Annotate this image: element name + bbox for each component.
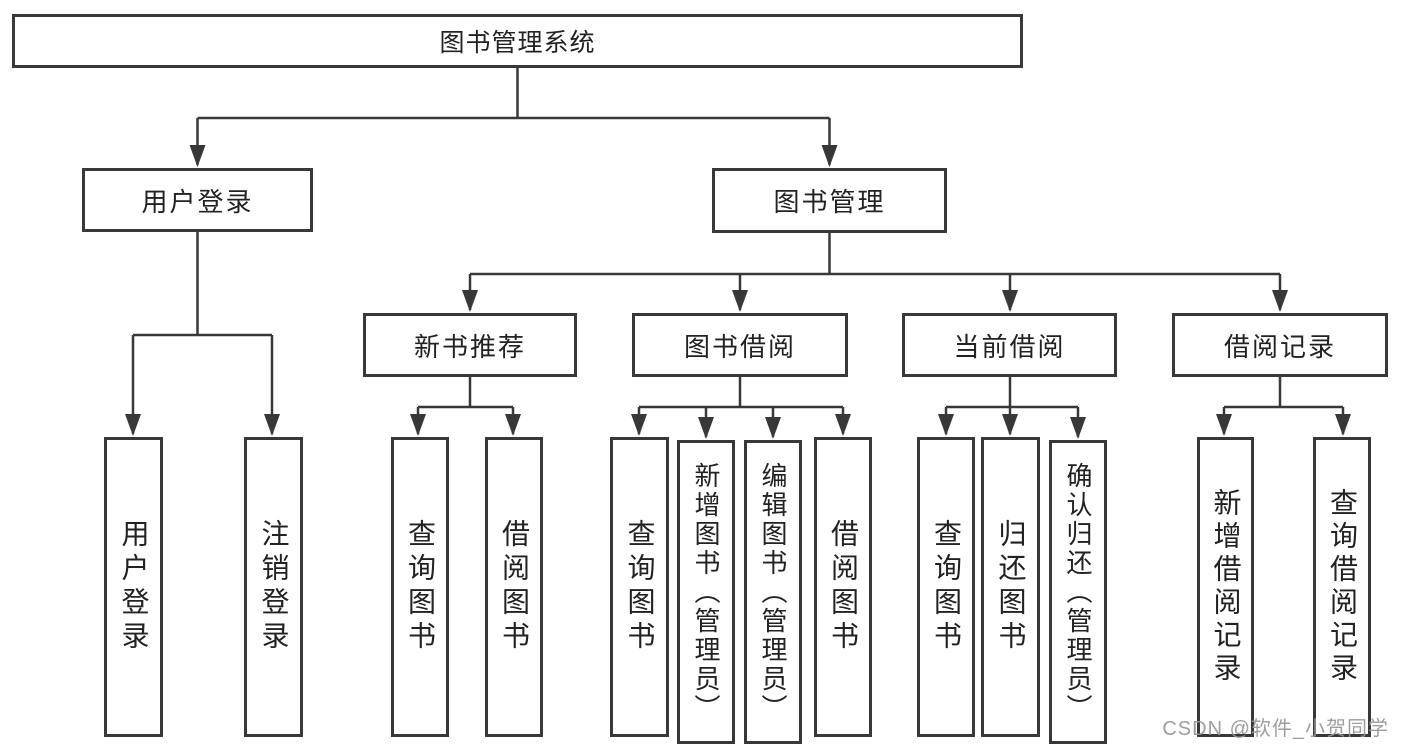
leaf-logout: 注销登录 [244, 437, 303, 737]
node-current-borrow-label: 当前借阅 [953, 331, 1066, 362]
node-borrow-records: 借阅记录 [1172, 313, 1388, 377]
connector-segments [133, 68, 1343, 409]
leaf-query-borrow-record: 查询借阅记录 [1313, 437, 1371, 737]
leaf-user-login: 用户登录 [104, 437, 163, 737]
leaf-add-borrow-record-label: 新增借阅记录 [1210, 488, 1242, 686]
leaf-borrow-books-label: 借阅图书 [828, 519, 859, 655]
connector-arrows [125, 118, 1351, 439]
node-book-management: 图书管理 [712, 168, 947, 233]
node-new-book-recommend: 新书推荐 [363, 313, 577, 377]
leaf-add-book-admin: 新增图书（管理员） [677, 440, 735, 744]
node-library-system: 图书管理系统 [12, 14, 1023, 68]
leaf-return-book: 归还图书 [981, 437, 1040, 737]
node-current-borrow: 当前借阅 [902, 313, 1117, 377]
leaf-confirm-return-admin-label: 确认归还（管理员） [1063, 461, 1093, 723]
node-user-login-label: 用户登录 [141, 186, 254, 217]
node-book-borrow: 图书借阅 [632, 313, 848, 377]
leaf-borrow-books: 借阅图书 [814, 437, 872, 737]
node-new-book-recommend-label: 新书推荐 [413, 331, 526, 362]
leaf-add-borrow-record: 新增借阅记录 [1197, 437, 1254, 737]
leaf-edit-book-admin: 编辑图书（管理员） [744, 440, 802, 744]
node-book-borrow-label: 图书借阅 [683, 331, 796, 362]
node-user-login: 用户登录 [82, 168, 313, 232]
leaf-edit-book-admin-label: 编辑图书（管理员） [758, 461, 788, 723]
leaf-add-book-admin-label: 新增图书（管理员） [691, 461, 721, 723]
leaf-user-login-label: 用户登录 [118, 519, 150, 655]
node-book-management-label: 图书管理 [773, 187, 886, 217]
leaf-query-books-borrow: 查询图书 [610, 437, 669, 737]
leaf-borrow-books-recommend-label: 借阅图书 [499, 519, 530, 655]
leaf-query-books-current-label: 查询图书 [931, 519, 962, 655]
leaf-return-book-label: 归还图书 [995, 519, 1027, 655]
leaf-query-books-current: 查询图书 [917, 437, 975, 737]
leaf-confirm-return-admin: 确认归还（管理员） [1049, 440, 1107, 744]
leaf-query-books-recommend-label: 查询图书 [405, 519, 436, 655]
watermark: CSDN @软件_小贺同学 [1162, 718, 1389, 740]
leaf-borrow-books-recommend: 借阅图书 [485, 437, 543, 737]
node-library-system-label: 图书管理系统 [439, 29, 596, 57]
node-borrow-records-label: 借阅记录 [1223, 331, 1336, 362]
leaf-query-books-borrow-label: 查询图书 [624, 519, 656, 655]
leaf-query-borrow-record-label: 查询借阅记录 [1327, 488, 1358, 686]
leaf-logout-label: 注销登录 [258, 519, 290, 655]
leaf-query-books-recommend: 查询图书 [391, 437, 449, 737]
